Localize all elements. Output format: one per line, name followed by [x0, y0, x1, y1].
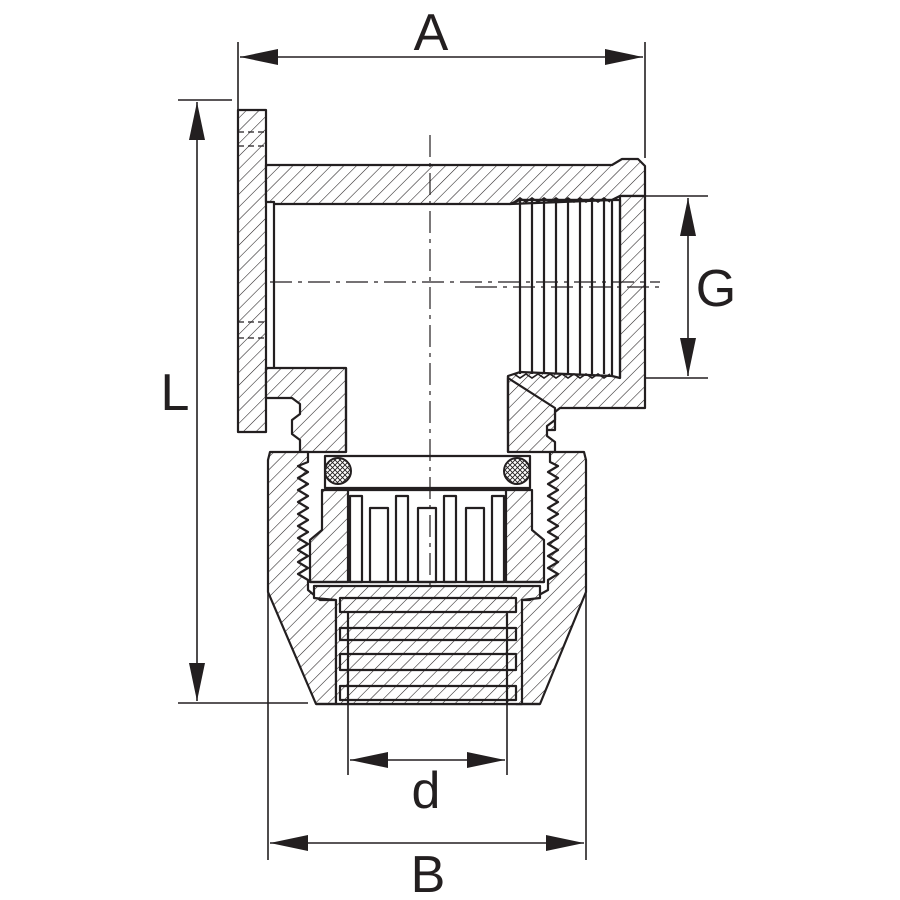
dimension-d-label: d — [412, 762, 441, 820]
dimension-a: A — [237, 4, 646, 158]
o-ring-right — [503, 457, 531, 485]
center-lines — [270, 135, 660, 590]
dimension-l: L — [161, 99, 308, 704]
grip-ring-insert — [308, 488, 546, 584]
dimension-b-label: B — [411, 846, 446, 900]
o-rings — [323, 454, 532, 490]
dimension-d: d — [347, 700, 508, 820]
dimension-l-label: L — [161, 364, 190, 422]
compression-cone — [312, 584, 542, 706]
dimension-g-label: G — [696, 260, 736, 318]
dimension-b: B — [267, 592, 587, 900]
elbow-body — [264, 157, 647, 454]
dimension-a-label: A — [414, 4, 449, 62]
wall-mounting-plate — [236, 108, 268, 434]
o-ring-left — [324, 457, 352, 485]
